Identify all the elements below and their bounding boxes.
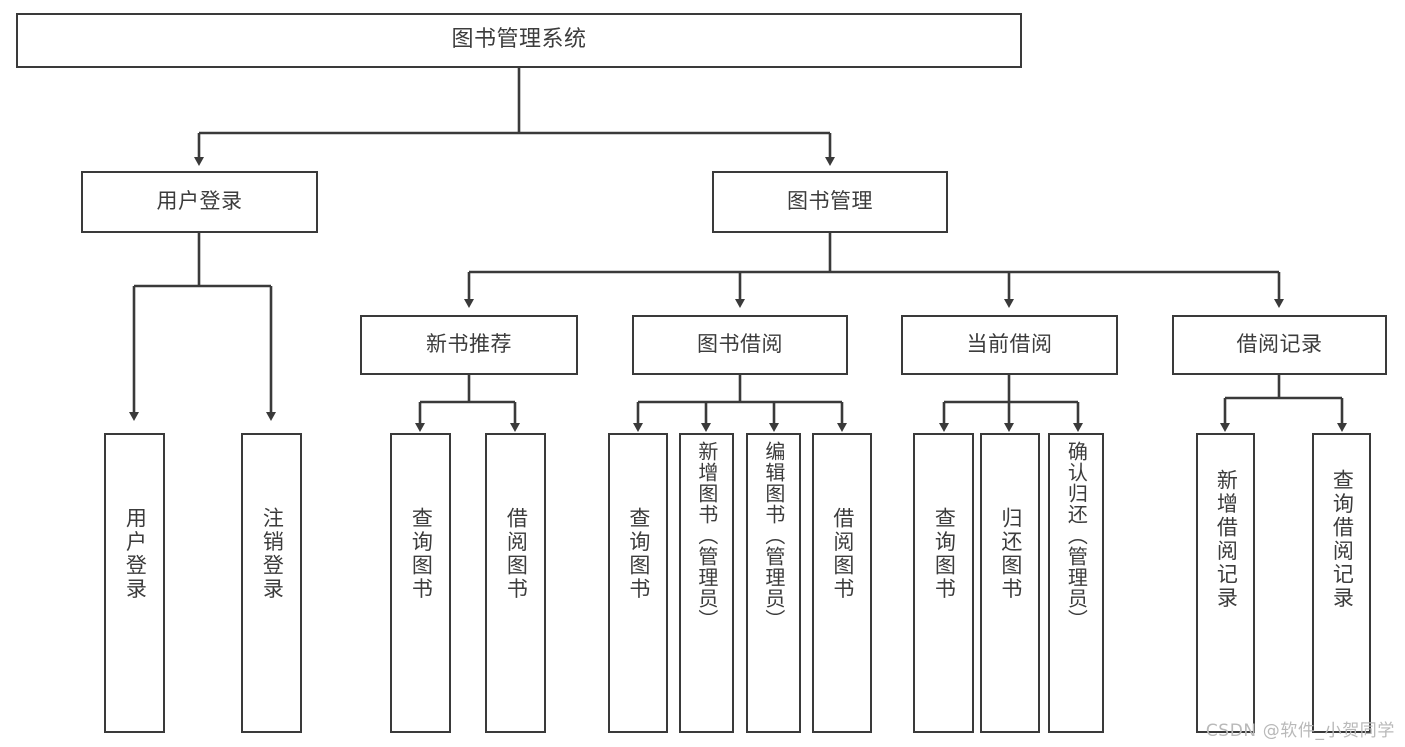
leaf-recommend-query-book[interactable]: 查询图书 <box>390 433 451 733</box>
leaf-user-login-signout[interactable]: 注销登录 <box>241 433 302 733</box>
node-label: 图书借阅 <box>697 332 783 357</box>
node-label: 图书管理系统 <box>451 27 587 53</box>
node-label: 注销登录 <box>260 507 285 601</box>
leaf-current-query-book[interactable]: 查询图书 <box>913 433 974 733</box>
leaf-borrow-query-book[interactable]: 查询图书 <box>608 433 668 733</box>
node-new-book-recommend[interactable]: 新书推荐 <box>360 315 578 375</box>
node-borrow-record[interactable]: 借阅记录 <box>1172 315 1387 375</box>
node-label: 查询图书 <box>626 507 651 601</box>
node-label: 新增图书（管理员） <box>694 441 719 630</box>
node-label: 用户登录 <box>156 189 243 214</box>
node-label: 用户登录 <box>123 507 148 601</box>
node-current-borrow[interactable]: 当前借阅 <box>901 315 1118 375</box>
node-label: 借阅记录 <box>1236 332 1323 357</box>
node-label: 确认归还（管理员） <box>1064 441 1089 630</box>
node-label: 图书管理 <box>787 189 873 214</box>
node-label: 编辑图书（管理员） <box>761 441 786 630</box>
node-user-login[interactable]: 用户登录 <box>81 171 318 233</box>
leaf-user-login-signin[interactable]: 用户登录 <box>104 433 165 733</box>
node-book-management[interactable]: 图书管理 <box>712 171 948 233</box>
csdn-watermark: CSDN @软件_小贺同学 <box>1205 721 1395 741</box>
node-label: 借阅图书 <box>504 507 529 601</box>
leaf-current-confirm-return-admin[interactable]: 确认归还（管理员） <box>1048 433 1104 733</box>
node-root-system[interactable]: 图书管理系统 <box>16 13 1022 68</box>
leaf-current-return-book[interactable]: 归还图书 <box>980 433 1040 733</box>
node-label: 查询图书 <box>932 507 957 601</box>
leaf-borrow-add-book-admin[interactable]: 新增图书（管理员） <box>679 433 734 733</box>
node-label: 新增借阅记录 <box>1214 469 1239 610</box>
node-label: 当前借阅 <box>966 332 1053 357</box>
node-label: 查询图书 <box>409 507 434 601</box>
node-label: 新书推荐 <box>426 332 512 357</box>
leaf-recommend-borrow-book[interactable]: 借阅图书 <box>485 433 546 733</box>
leaf-record-query-record[interactable]: 查询借阅记录 <box>1312 433 1371 733</box>
node-label: 查询借阅记录 <box>1330 469 1355 610</box>
leaf-borrow-edit-book-admin[interactable]: 编辑图书（管理员） <box>746 433 801 733</box>
node-book-borrow[interactable]: 图书借阅 <box>632 315 848 375</box>
node-label: 借阅图书 <box>830 507 855 601</box>
node-label: 归还图书 <box>998 507 1023 601</box>
leaf-borrow-borrow-book[interactable]: 借阅图书 <box>812 433 872 733</box>
leaf-record-add-record[interactable]: 新增借阅记录 <box>1196 433 1255 733</box>
